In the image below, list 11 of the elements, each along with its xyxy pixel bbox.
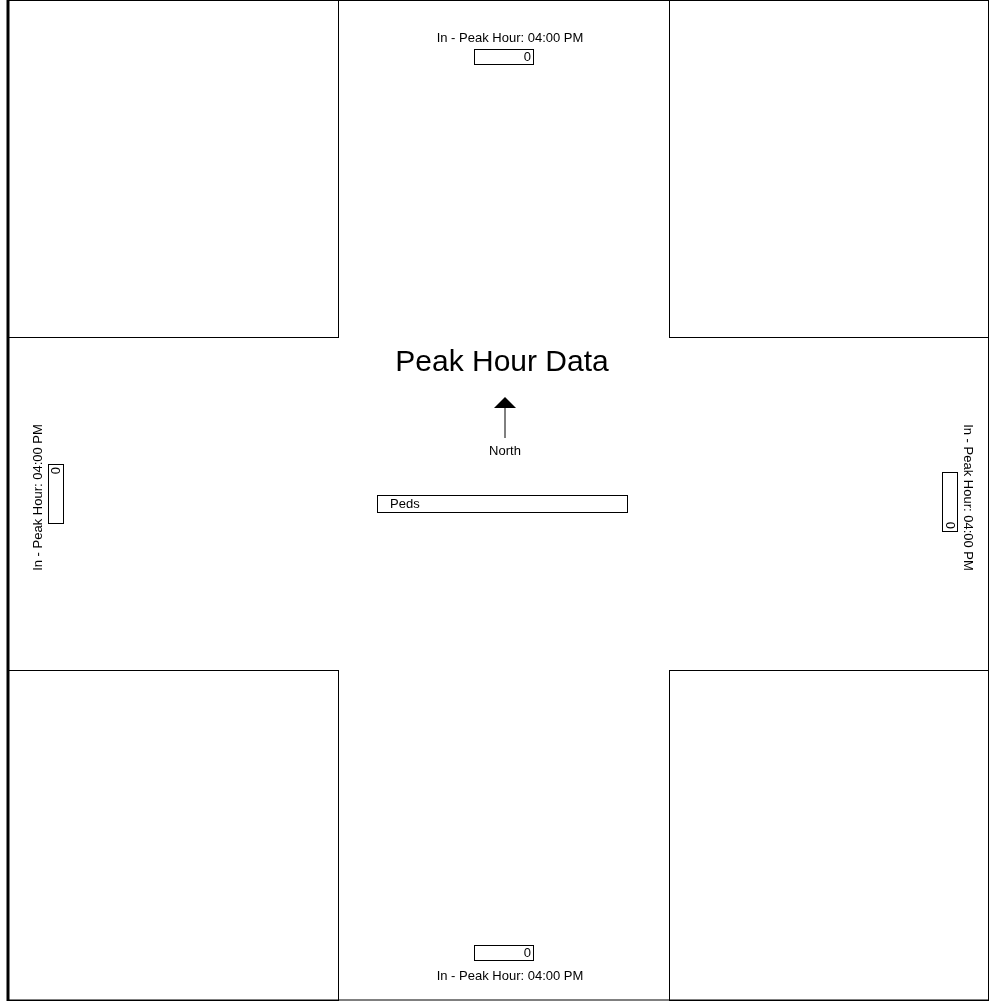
approach-label: In - Peak Hour: 04:00 PM	[960, 422, 976, 573]
count-box: 0	[942, 472, 958, 532]
approach-label: In - Peak Hour: 04:00 PM	[29, 422, 45, 573]
approach-label: In - Peak Hour: 04:00 PM	[435, 29, 585, 45]
peds-count-box: Peds	[377, 495, 628, 513]
approach-label: In - Peak Hour: 04:00 PM	[435, 967, 585, 983]
count-box: 0	[48, 464, 64, 524]
compass-label: North	[488, 442, 522, 458]
count-box: 0	[474, 48, 534, 65]
count-box: 0	[474, 944, 534, 961]
title: Peak Hour Data	[394, 343, 610, 379]
